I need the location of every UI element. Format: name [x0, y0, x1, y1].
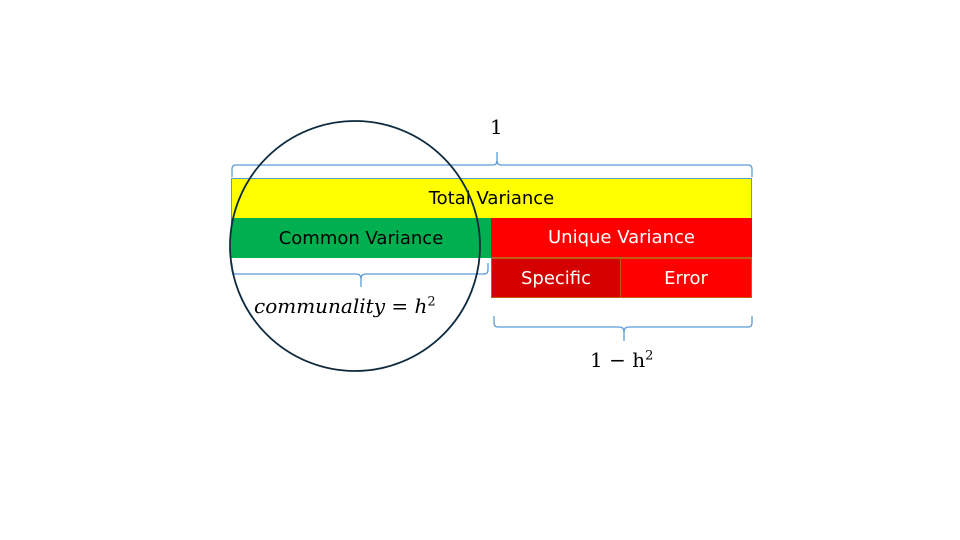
unique-label: 1 − h2 — [590, 348, 653, 372]
communality-label: communality = h2 — [254, 294, 436, 318]
total-variance-bar: Total Variance — [231, 178, 752, 218]
common-variance-bar: Common Variance — [231, 218, 491, 258]
error-bar: Error — [621, 258, 752, 298]
unique-variance-bar: Unique Variance — [491, 218, 752, 258]
communality-exponent: 2 — [427, 294, 436, 310]
total-brace — [231, 152, 753, 177]
common-brace — [231, 263, 489, 287]
unique-label-exponent: 2 — [645, 348, 654, 364]
specific-bar: Specific — [491, 258, 621, 298]
communality-text: communality = h — [254, 294, 428, 318]
unique-label-text: 1 − h — [590, 348, 646, 372]
unique-brace — [493, 316, 753, 341]
total-label: 1 — [490, 115, 503, 139]
